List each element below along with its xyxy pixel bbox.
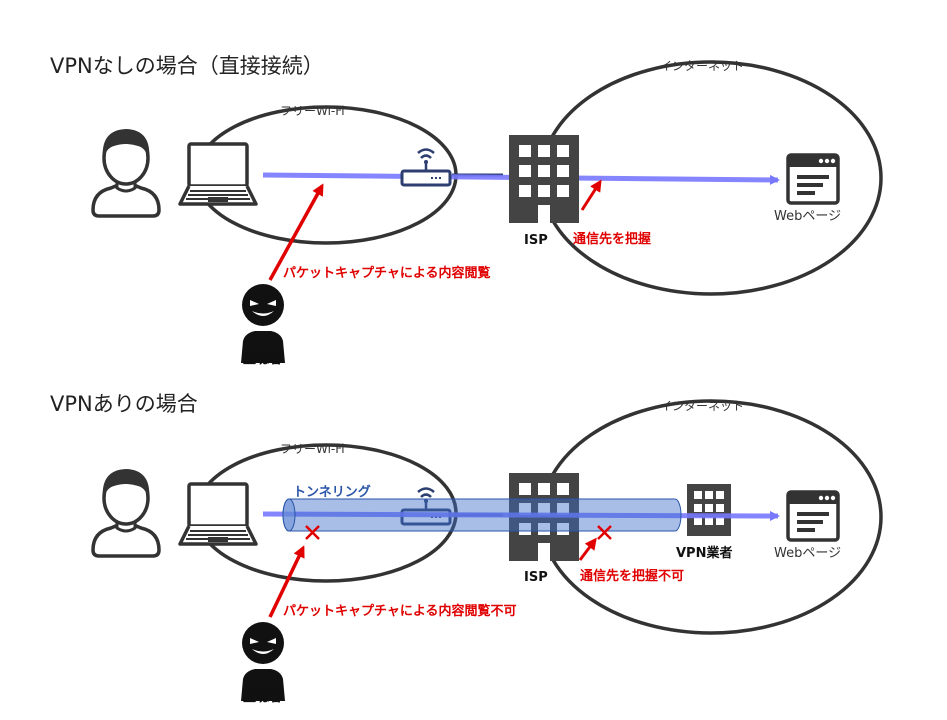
vpn-tunnel-entrance xyxy=(282,498,296,532)
bottom-section: VPNありの場合 フリーWi-Fi インターネット トンネリング ISP VPN… xyxy=(50,392,883,705)
top-eavesdropper-label: 盗聴者 xyxy=(243,351,282,367)
bottom-traffic-arrow xyxy=(262,510,780,521)
bottom-capture-blocked-x xyxy=(305,525,320,540)
bottom-vpn-building-icon xyxy=(687,484,731,536)
top-isp-label: ISP xyxy=(524,233,548,248)
top-isp-note: 通信先を把握 xyxy=(573,231,651,247)
bottom-isp-arrow xyxy=(578,537,597,561)
top-section: VPNなしの場合（直接接続） フリーWi-Fi インターネット ISP 通信先を… xyxy=(50,54,883,367)
bottom-title: VPNありの場合 xyxy=(50,392,198,416)
bottom-isp-note: 通信先を把握不可 xyxy=(580,568,684,584)
bottom-capture-note: パケットキャプチャによる内容閲覧不可 xyxy=(283,603,516,619)
vpn-tunnel xyxy=(282,498,682,532)
top-user-icon xyxy=(91,127,161,218)
top-webpage-icon xyxy=(786,153,840,205)
top-wifi-label: フリーWi-Fi xyxy=(280,104,345,118)
bottom-internet-label: インターネット xyxy=(660,399,744,413)
bottom-webpage-icon xyxy=(786,490,840,542)
top-capture-arrow xyxy=(268,183,324,281)
bottom-web-label: Webページ xyxy=(774,546,841,561)
top-wifi-router-icon xyxy=(400,148,452,187)
top-isp-building-icon xyxy=(509,135,579,223)
top-internet-label: インターネット xyxy=(660,59,744,73)
top-laptop-icon xyxy=(178,142,258,206)
bottom-eavesdropper-label: 盗聴者 xyxy=(243,689,282,705)
bottom-isp-label: ISP xyxy=(524,570,548,585)
bottom-user-icon xyxy=(91,467,161,558)
top-capture-note: パケットキャプチャによる内容閲覧 xyxy=(283,265,490,281)
top-web-label: Webページ xyxy=(774,209,841,224)
bottom-isp-blocked-x xyxy=(597,525,612,540)
bottom-wifi-label: フリーWi-Fi xyxy=(280,442,345,456)
bottom-tunnel-label: トンネリング xyxy=(293,484,371,500)
bottom-vpn-label: VPN業者 xyxy=(676,545,732,561)
top-isp-arrow xyxy=(580,179,602,211)
bottom-capture-arrow xyxy=(268,545,305,618)
bottom-laptop-icon xyxy=(178,482,258,546)
top-title: VPNなしの場合（直接接続） xyxy=(50,54,324,78)
